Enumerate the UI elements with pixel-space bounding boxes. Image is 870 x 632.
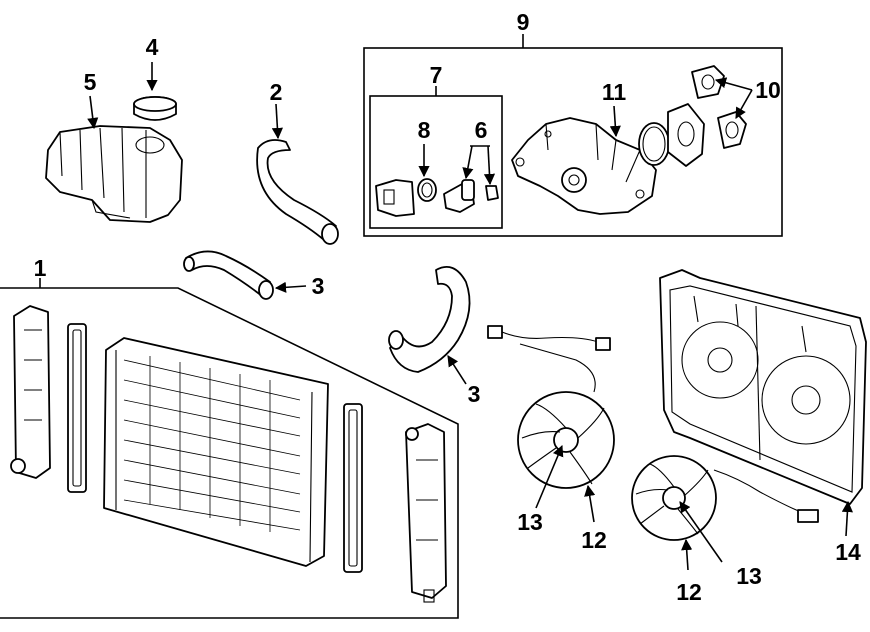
pump-gasket-and-outlet [638,103,705,167]
reservoir-cap [133,96,177,121]
fan-harness-connector [487,325,611,393]
callout-8: 8 [418,117,431,143]
callout-7: 7 [430,62,443,88]
callout-3-lower: 3 [468,381,481,407]
radiator-right-seal [343,403,363,573]
leader-lines [87,62,853,571]
thermostat-group-box [369,86,503,229]
callout-1: 1 [34,255,47,281]
callout-13-left: 13 [517,509,543,535]
lower-hose-left [183,250,274,300]
radiator-left-seal [67,323,87,493]
upper-hose [256,139,339,245]
water-pump [511,117,657,215]
lower-hose-middle [388,266,471,373]
callout-5: 5 [84,69,97,95]
radiator-group-box [0,278,459,619]
callout-11: 11 [602,79,627,105]
callout-9: 9 [517,9,530,35]
callout-6: 6 [475,117,488,143]
callout-13-right: 13 [736,563,762,589]
callout-12-right: 12 [676,579,702,605]
radiator-core [103,337,329,567]
water-pump-group-box [363,34,783,237]
callout-14: 14 [835,539,861,565]
outlet-gaskets [691,65,747,149]
cooling-fan-left [517,391,615,489]
radiator-right-tank [405,423,447,603]
fan-shroud [659,269,867,505]
callout-10: 10 [755,77,781,103]
coolant-reservoir [45,125,183,223]
thermostat [443,179,499,213]
callout-2: 2 [270,79,283,105]
callout-12-left: 12 [581,527,607,553]
callout-4: 4 [146,34,159,60]
thermostat-housing [375,178,437,217]
callout-3-upper: 3 [312,273,325,299]
radiator-left-tank [10,305,51,479]
